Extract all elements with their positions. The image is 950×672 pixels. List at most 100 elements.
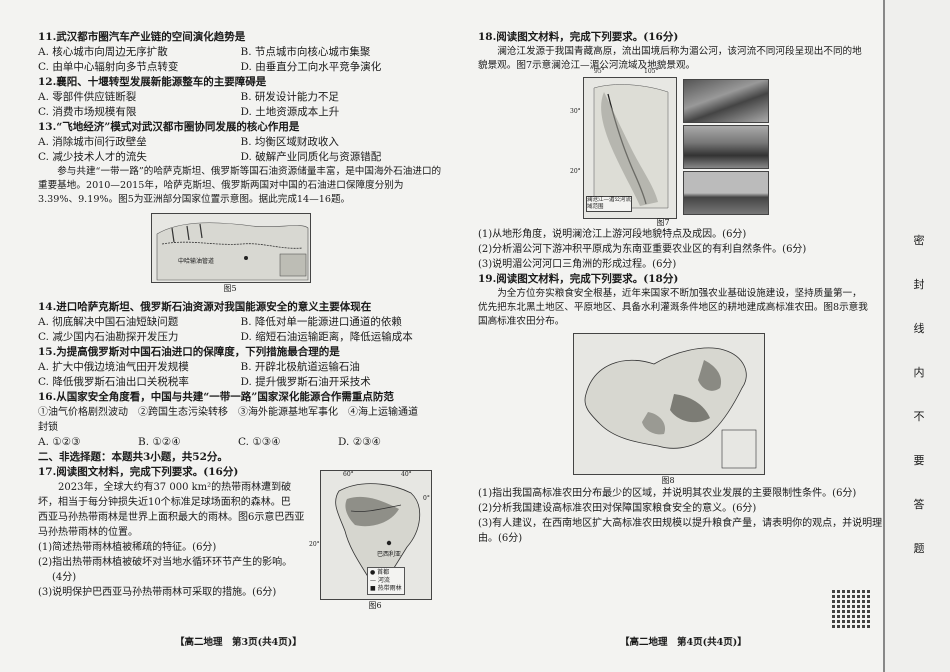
qr-code xyxy=(832,590,870,628)
option-c: C. 由单中心辐射向多节点转变 xyxy=(38,61,179,73)
q18-sub-1: (1)从地形角度，说明澜沧江上游河段地貌特点及成因。(6分) xyxy=(478,229,747,240)
page-4-footer: 【高二地理 第4页(共4页)】 xyxy=(620,637,747,648)
option-a: A. 彻底解决中国石油短缺问题 xyxy=(38,316,179,328)
lon-95: 95° xyxy=(594,68,605,75)
q14-options: A. 彻底解决中国石油短缺问题 B. 降低对单一能源进口通道的依赖 xyxy=(38,315,443,330)
question-14: 14.进口哈萨克斯坦、俄罗斯石油资源对我国能源安全的意义主要体现在 xyxy=(38,301,372,313)
seal-char: 内 xyxy=(913,366,925,379)
option-d: D. 土地资源成本上升 xyxy=(240,106,340,118)
figure-5-map: 中哈输油管道 xyxy=(151,213,311,283)
lat-30: 30° xyxy=(570,108,581,115)
seal-char: 线 xyxy=(913,322,925,335)
figure-5-caption: 图5 xyxy=(223,284,237,293)
question-12: 12.襄阳、十堰转型发展新能源整车的主要障碍是 xyxy=(38,76,267,88)
capital-label: 巴西利亚 xyxy=(377,551,402,558)
q18-sub-2: (2)分析湄公河下游冲积平原成为东南亚重要农业区的有利自然条件。(6分) xyxy=(478,244,807,255)
q11-options: A. 核心城市向周边无序扩散 B. 节点城市向核心城市集聚 xyxy=(38,45,443,60)
legend-capital-label: 首都 xyxy=(377,569,390,576)
legend-capital: ● 首都 xyxy=(370,569,390,576)
lon-105: 105° xyxy=(644,68,659,75)
mekong-map-drawing xyxy=(593,84,669,209)
q17-block: 2023年，全球大约有37 000 km²的热带雨林遭到破 坏，相当于每分钟损失… xyxy=(38,470,443,610)
option-d: D. 缩短石油运输距离，降低运输成本 xyxy=(240,331,413,343)
figure-6-map: 60° 40° 0° 20° 巴西利亚 ● 首都 — 河流 ■ 热带雨林 xyxy=(309,470,432,600)
q19-sub-3: (3)有人建议，在西南地区扩大高标准农田规模以提升粮食产量，请表明你的观点，并说… xyxy=(478,518,883,529)
figure-8-map xyxy=(573,333,765,475)
q12-options-2: C. 消费市场规模有限 D. 土地资源成本上升 xyxy=(38,105,443,120)
seal-line-margin: 密封线内不要答题 xyxy=(883,0,950,672)
q19-sub-1: (1)指出我国高标准农田分布最少的区域，并说明其农业发展的主要限制性条件。(6分… xyxy=(478,488,857,499)
latitude-0: 0° xyxy=(423,495,430,502)
legend-river-label: 河流 xyxy=(377,577,390,584)
q18-sub-3: (3)说明湄公河河口三角洲的形成过程。(6分) xyxy=(478,259,677,270)
lat-20: 20° xyxy=(570,168,581,175)
figure-7-map: 95° 105° 30° 20° 澜沧江—湄公河流域范围 xyxy=(570,68,677,219)
q16-items-cont: 封锁 xyxy=(38,422,58,433)
legend-rainforest-label: 热带雨林 xyxy=(377,585,402,592)
option-c: C. 减少技术人才的流失 xyxy=(38,151,147,163)
seal-line-notice: 密封线内不要答题 xyxy=(909,230,929,582)
question-11: 11.武汉都市圈汽车产业链的空间演化趋势是 xyxy=(38,31,246,43)
question-13: 13.“飞地经济”模式对武汉都市圈协同发展的核心作用是 xyxy=(38,121,300,133)
figure-6-caption: 图6 xyxy=(368,601,382,610)
q17-sub-2-score: (4分) xyxy=(52,572,77,583)
q19-passage: 为全方位夯实粮食安全根基，近年来国家不断加强农业基础设施建设，坚持质量第一，优先… xyxy=(478,288,868,327)
seal-char: 题 xyxy=(913,542,925,555)
asia-map-drawing xyxy=(156,222,309,281)
q11-options-2: C. 由单中心辐射向多节点转变 D. 由垂直分工向水平竞争演化 xyxy=(38,60,443,75)
pipeline-label: 中哈输油管道 xyxy=(178,258,215,265)
figure-7: 95° 105° 30° 20° 澜沧江—湄公河流域范围 图7 xyxy=(478,68,868,227)
latitude-20: 20° xyxy=(309,541,320,548)
question-18: 18.阅读图文材料，完成下列要求。(16分) xyxy=(478,31,679,43)
q13-options: A. 消除城市间行政壁垒 B. 均衡区域财政收入 xyxy=(38,135,443,150)
seal-char: 答 xyxy=(913,498,925,511)
option-b: B. 降低对单一能源进口通道的依赖 xyxy=(240,316,402,328)
q15-options-2: C. 降低俄罗斯石油出口关税税率 D. 提升俄罗斯石油开采技术 xyxy=(38,375,443,390)
photo-plain xyxy=(683,125,769,169)
q17-line: 坏，相当于每分钟损失近10个标准足球场面积的森林。巴 xyxy=(38,497,291,508)
page-4: 18.阅读图文材料，完成下列要求。(16分) 澜沧江发源于我国青藏高原，流出国境… xyxy=(478,30,883,546)
option-b: B. 节点城市向核心城市集聚 xyxy=(240,46,371,58)
figure-8-caption: 图8 xyxy=(661,476,675,485)
option-b: B. 开辟北极航道运输石油 xyxy=(240,361,360,373)
option-c: C. ①③④ xyxy=(238,436,281,448)
question-17: 17.阅读图文材料，完成下列要求。(16分) xyxy=(38,466,239,478)
option-c: C. 降低俄罗斯石油出口关税税率 xyxy=(38,376,189,388)
q19-sub-2: (2)分析我国建设高标准农田对保障国家粮食安全的意义。(6分) xyxy=(478,503,757,514)
option-a: A. 扩大中俄边境油气田开发规模 xyxy=(38,361,189,373)
figure-7-caption: 图7 xyxy=(656,218,670,227)
q17-sub-2: (2)指出热带雨林植被破坏对当地水循环环节产生的影响。 xyxy=(38,557,293,568)
q13-options-2: C. 减少技术人才的流失 D. 破解产业同质化与资源错配 xyxy=(38,150,443,165)
option-c: C. 消费市场规模有限 xyxy=(38,106,137,118)
figure-6-legend: ● 首都 — 河流 ■ 热带雨林 xyxy=(367,567,405,595)
q12-options: A. 零部件供应链断裂 B. 研发设计能力不足 xyxy=(38,90,443,105)
passage-14-16: 参与共建“一带一路”的哈萨克斯坦、俄罗斯等国石油资源储量丰富，是中国海外石油进口… xyxy=(38,166,442,205)
option-d: D. 破解产业同质化与资源错配 xyxy=(240,151,382,163)
question-15: 15.为提高俄罗斯对中国石油进口的保障度，下列措施最合理的是 xyxy=(38,346,340,358)
section-heading: 二、非选择题：本题共3小题，共52分。 xyxy=(38,451,228,463)
q17-line: 马孙热带雨林的位置。 xyxy=(38,527,138,538)
q14-options-2: C. 减少国内石油勘探开发压力 D. 缩短石油运输距离，降低运输成本 xyxy=(38,330,443,345)
q16-items: ①油气价格剧烈波动 ②跨国生态污染转移 ③海外能源基地军事化 ④海上运输通道 xyxy=(38,407,418,418)
option-b: B. ①②④ xyxy=(138,436,181,448)
longitude-40: 40° xyxy=(401,471,412,478)
q17-line: 2023年，全球大约有37 000 km²的热带雨林遭到破 xyxy=(58,482,292,493)
option-d: D. 由垂直分工向水平竞争演化 xyxy=(240,61,382,73)
seal-char: 封 xyxy=(913,278,925,291)
china-map-drawing xyxy=(584,347,757,469)
q19-sub-3-cont: 由。(6分) xyxy=(478,533,523,544)
option-d: D. 提升俄罗斯石油开采技术 xyxy=(240,376,371,388)
option-a: A. 消除城市间行政壁垒 xyxy=(38,136,147,148)
question-19: 19.阅读图文材料，完成下列要求。(18分) xyxy=(478,273,679,285)
q15-options: A. 扩大中俄边境油气田开发规模 B. 开辟北极航道运输石油 xyxy=(38,360,443,375)
longitude-60: 60° xyxy=(343,471,354,478)
q17-text: 2023年，全球大约有37 000 km²的热带雨林遭到破 坏，相当于每分钟损失… xyxy=(38,480,308,600)
option-d: D. ②③④ xyxy=(338,436,381,448)
q18-passage: 澜沧江发源于我国青藏高原，流出国境后称为湄公河，该河流不同河段呈现出不同的地貌景… xyxy=(478,46,862,71)
option-a: A. ①②③ xyxy=(38,436,81,448)
seal-char: 密 xyxy=(913,234,925,247)
q16-options: A. ①②③ B. ①②④ C. ①③④ D. ②③④ xyxy=(38,435,443,450)
page-3-footer: 【高二地理 第3页(共4页)】 xyxy=(175,637,302,648)
option-b: B. 均衡区域财政收入 xyxy=(240,136,339,148)
page-3: 11.武汉都市圈汽车产业链的空间演化趋势是 A. 核心城市向周边无序扩散 B. … xyxy=(38,30,443,610)
